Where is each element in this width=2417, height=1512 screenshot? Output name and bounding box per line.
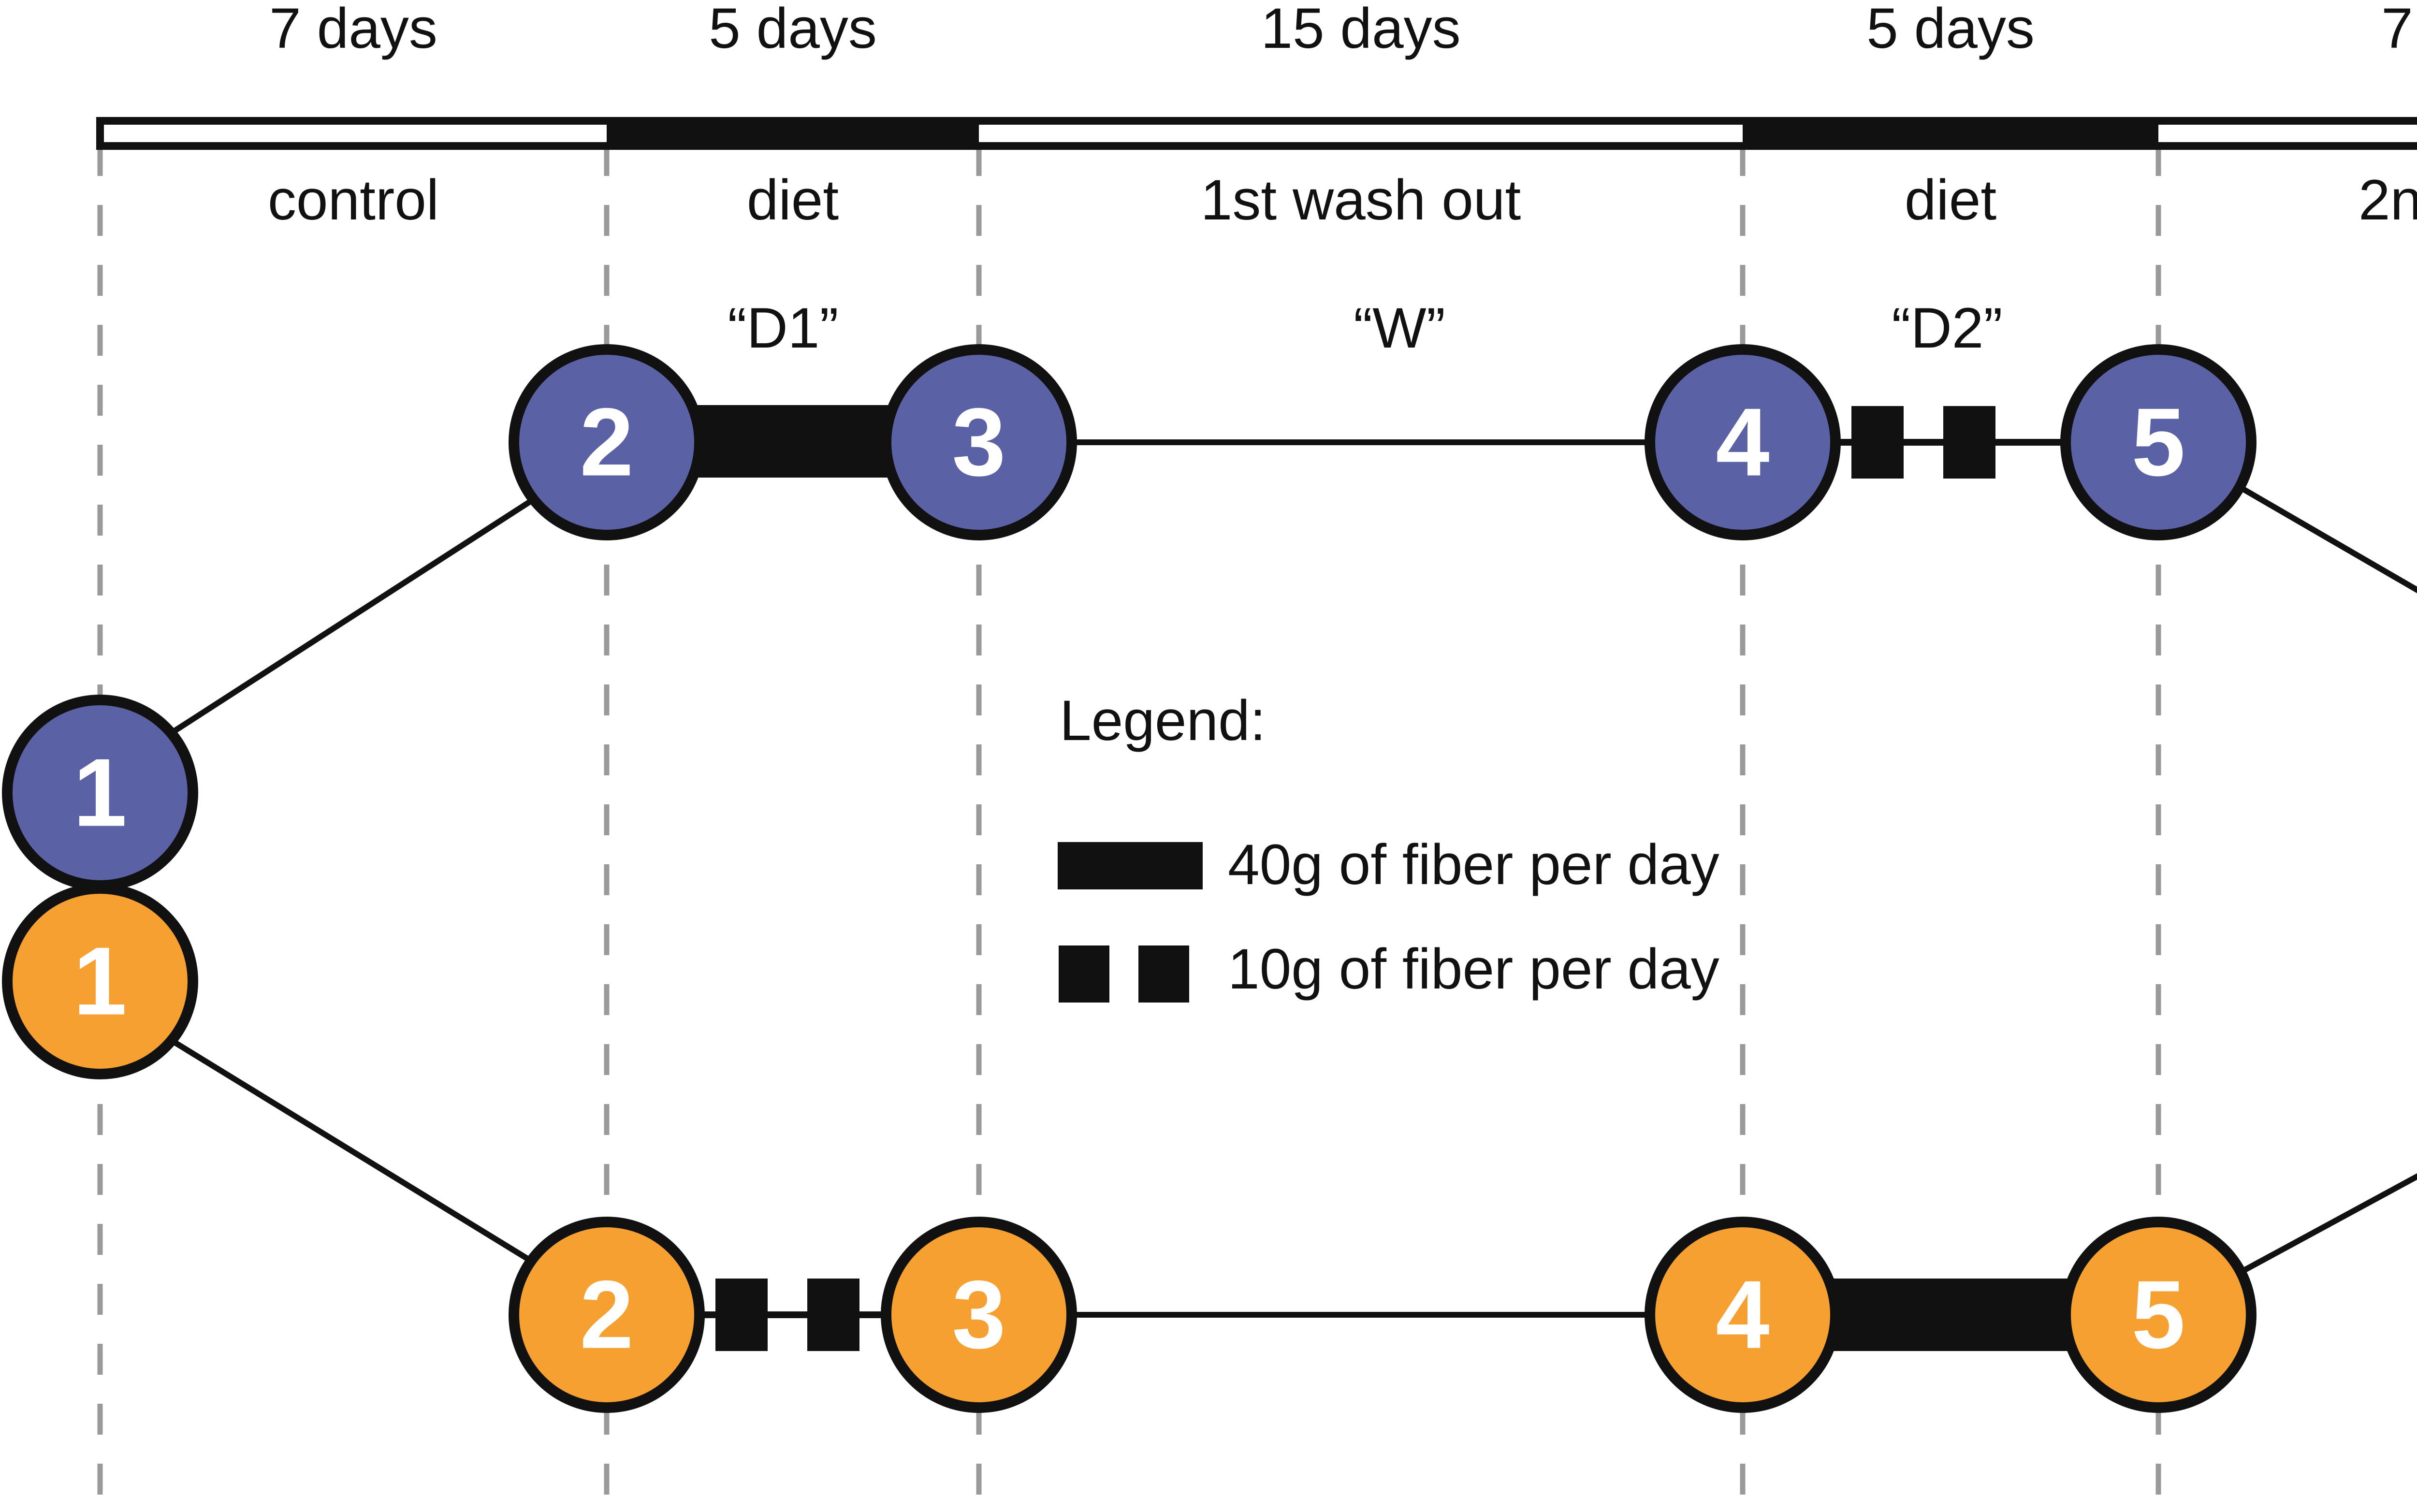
node-orange-5-label: 5 (2131, 1261, 2185, 1369)
edge-orange-5-6 (2232, 1173, 2417, 1279)
edge-blue-2-3-thick40 (670, 405, 921, 478)
phase-label-washout1: 1st wash out (1200, 168, 1521, 232)
edge-orange-4-5-thick40 (1810, 1279, 2096, 1351)
node-blue-5-label: 5 (2131, 389, 2185, 496)
timeline-segment-diet2 (1743, 117, 2158, 150)
legend-title: Legend: (1060, 689, 1266, 753)
node-orange-3[interactable]: 3 (881, 1217, 1077, 1413)
node-blue-5[interactable]: 5 (2060, 344, 2257, 540)
legend-swatch-10g-icon-a (1059, 945, 1109, 1003)
edge-orange-2-3-dashed10 (677, 1279, 918, 1351)
node-blue-4[interactable]: 4 (1645, 344, 1841, 540)
node-blue-1-label: 1 (73, 739, 127, 847)
duration-label-diet1: 5 days (709, 0, 877, 60)
node-orange-5[interactable]: 5 (2060, 1217, 2257, 1413)
node-orange-2[interactable]: 2 (509, 1217, 705, 1413)
arm-orange: 2 3 4 5 1 6 (2, 883, 2417, 1413)
period-code-w: “W” (1354, 296, 1445, 360)
phase-label-control: control (267, 168, 439, 232)
node-orange-4-label: 4 (1716, 1261, 1769, 1369)
legend-swatches (1058, 842, 1203, 1003)
node-blue-3[interactable]: 3 (881, 344, 1077, 540)
phase-label-diet2: diet (1904, 168, 1997, 232)
node-orange-4[interactable]: 4 (1645, 1217, 1841, 1413)
timeline-segment-diet1 (607, 117, 979, 150)
node-blue-2[interactable]: 2 (509, 344, 705, 540)
node-orange-1[interactable]: 1 (2, 883, 198, 1079)
legend-swatch-40g-icon (1058, 842, 1203, 889)
period-code-d1: “D1” (728, 296, 839, 360)
node-blue-1[interactable]: 1 (2, 695, 198, 891)
timeline-bar (96, 117, 2417, 150)
edge-blue-4-5-dashed10 (1808, 406, 2098, 479)
edge-blue-5-6 (2231, 480, 2417, 594)
legend-label-40g: 40g of fiber per day (1228, 833, 1719, 897)
legend-swatch-10g-icon-b (1138, 945, 1189, 1003)
period-code-d2: “D2” (1892, 296, 2003, 360)
arm-blue: 2 3 4 5 1 6 (2, 344, 2417, 891)
node-blue-4-label: 4 (1716, 389, 1769, 496)
edge-blue-1-2 (148, 480, 560, 750)
node-orange-2-label: 2 (580, 1261, 633, 1369)
duration-label-diet2: 5 days (1866, 0, 2035, 60)
duration-label-washout1: 15 days (1261, 0, 1461, 60)
node-blue-3-label: 3 (952, 389, 1005, 496)
node-blue-2-label: 2 (580, 389, 633, 496)
phase-label-diet1: diet (746, 168, 839, 232)
edge-orange-1-2 (148, 1024, 558, 1279)
node-orange-3-label: 3 (952, 1261, 1005, 1369)
legend-label-10g: 10g of fiber per day (1228, 937, 1719, 1001)
duration-label-washout2: 7 days (2381, 0, 2417, 60)
phase-label-washout2: 2nd wash out (2359, 168, 2417, 232)
duration-label-control: 7 days (269, 0, 437, 60)
node-orange-1-label: 1 (73, 928, 127, 1035)
